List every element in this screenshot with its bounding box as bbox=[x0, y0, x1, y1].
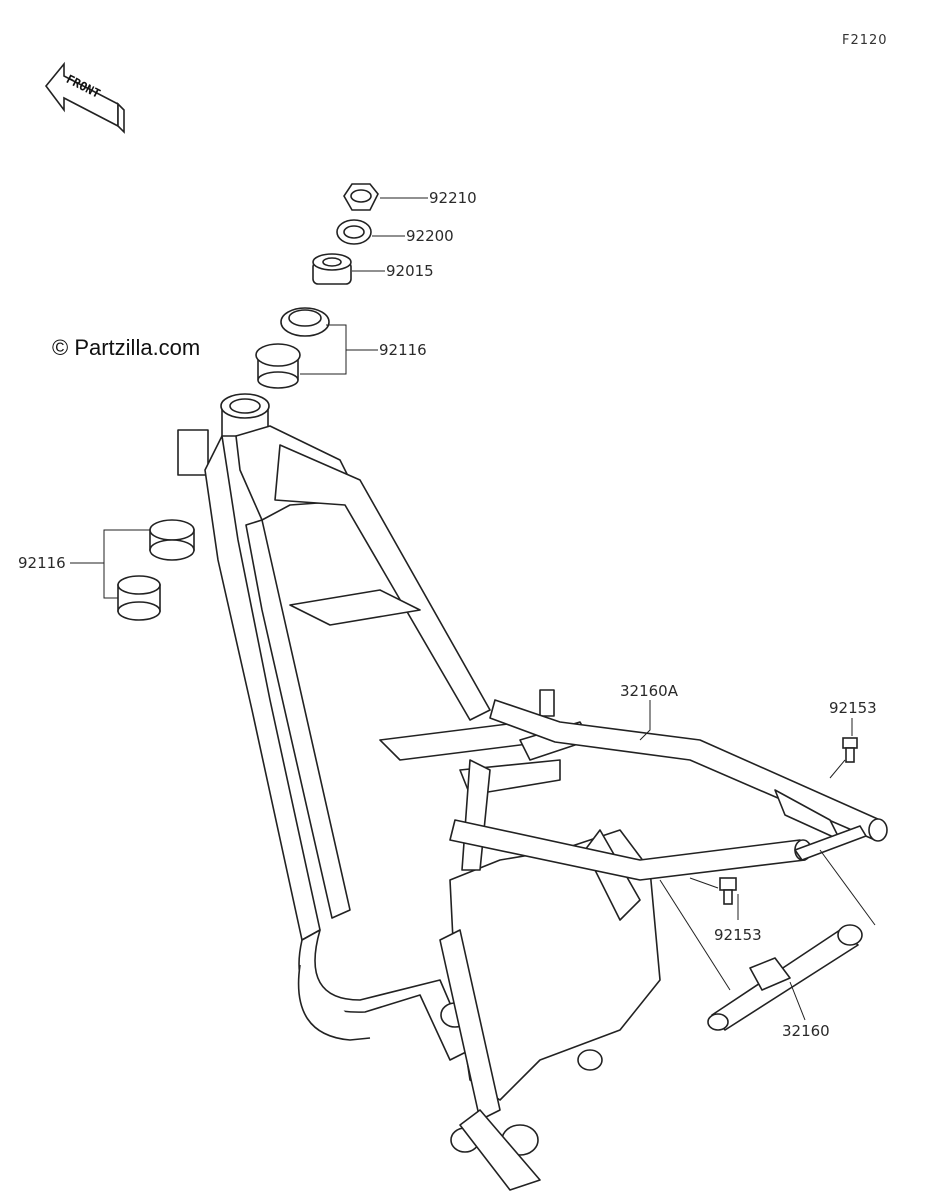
front-arrow-icon: FRONT bbox=[44, 61, 125, 134]
bearing-lower-92116 bbox=[117, 519, 195, 621]
bearing-upper-92116 bbox=[255, 307, 330, 389]
washer-92200 bbox=[336, 219, 372, 245]
label-92116-upper: 92116 bbox=[379, 341, 427, 359]
label-92210: 92210 bbox=[429, 189, 477, 207]
label-32160A: 32160A bbox=[620, 682, 679, 700]
label-92153-lower: 92153 bbox=[714, 926, 762, 944]
label-32160: 32160 bbox=[782, 1022, 830, 1040]
label-92015: 92015 bbox=[386, 262, 434, 280]
steering-stem-nut-92015 bbox=[312, 253, 352, 285]
label-92153-upper: 92153 bbox=[829, 699, 877, 717]
label-92116-lower: 92116 bbox=[18, 554, 66, 572]
label-92200: 92200 bbox=[406, 227, 454, 245]
steering-nut-92210 bbox=[343, 183, 379, 211]
bolt-lower-92153 bbox=[719, 877, 737, 905]
watermark-text: © Partzilla.com bbox=[52, 335, 200, 360]
main-frame bbox=[177, 393, 661, 1191]
subframe-lower-32160 bbox=[707, 924, 863, 1031]
figure-id: F2120 bbox=[842, 33, 888, 48]
subframe-upper-32160A bbox=[449, 699, 888, 881]
bolt-upper-92153 bbox=[842, 737, 858, 763]
